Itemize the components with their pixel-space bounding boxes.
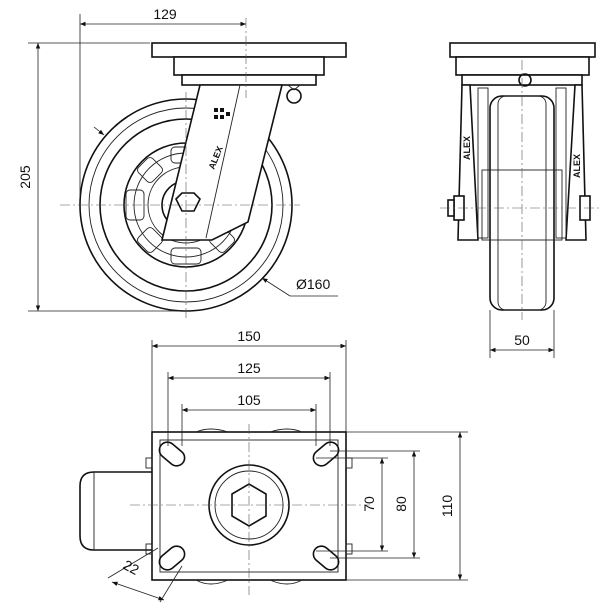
dim-hole-spacing-outer: 125 bbox=[237, 360, 261, 376]
grease-nipple bbox=[286, 88, 302, 104]
mounting-slots bbox=[158, 441, 340, 571]
top-view: 150 125 105 110 80 70 22 bbox=[79, 328, 468, 603]
dim-hole-spacing-inner: 105 bbox=[237, 392, 261, 408]
dim-plate-width: 150 bbox=[237, 328, 261, 344]
dim-hole-spacing-v-outer: 80 bbox=[393, 496, 409, 512]
axle-nut bbox=[175, 192, 201, 212]
top-fork-extension bbox=[79, 471, 152, 551]
dim-wheel-diameter: Ø160 bbox=[296, 276, 330, 292]
dim-plate-length: 110 bbox=[439, 495, 455, 518]
side-swivel-base bbox=[181, 74, 317, 86]
dim-overall-height: 205 bbox=[17, 165, 33, 189]
dim-offset: 129 bbox=[153, 6, 177, 22]
front-logo-left: ALEX bbox=[462, 136, 472, 160]
front-swivel-ring bbox=[455, 56, 590, 76]
fork-brand-mark-icon bbox=[214, 108, 230, 119]
side-top-plate bbox=[151, 42, 347, 58]
dim-hole-spacing-v-inner: 70 bbox=[361, 496, 377, 512]
dim-wheel-width: 50 bbox=[514, 332, 530, 348]
front-view: ALEX ALEX 50 bbox=[440, 42, 600, 358]
side-view: ALEX 129 205 Ø160 bbox=[17, 6, 347, 320]
side-swivel-ring bbox=[173, 56, 325, 76]
front-top-plate bbox=[449, 42, 596, 58]
dim-slot-width: 22 bbox=[121, 557, 142, 579]
front-logo-right: ALEX bbox=[572, 154, 582, 178]
